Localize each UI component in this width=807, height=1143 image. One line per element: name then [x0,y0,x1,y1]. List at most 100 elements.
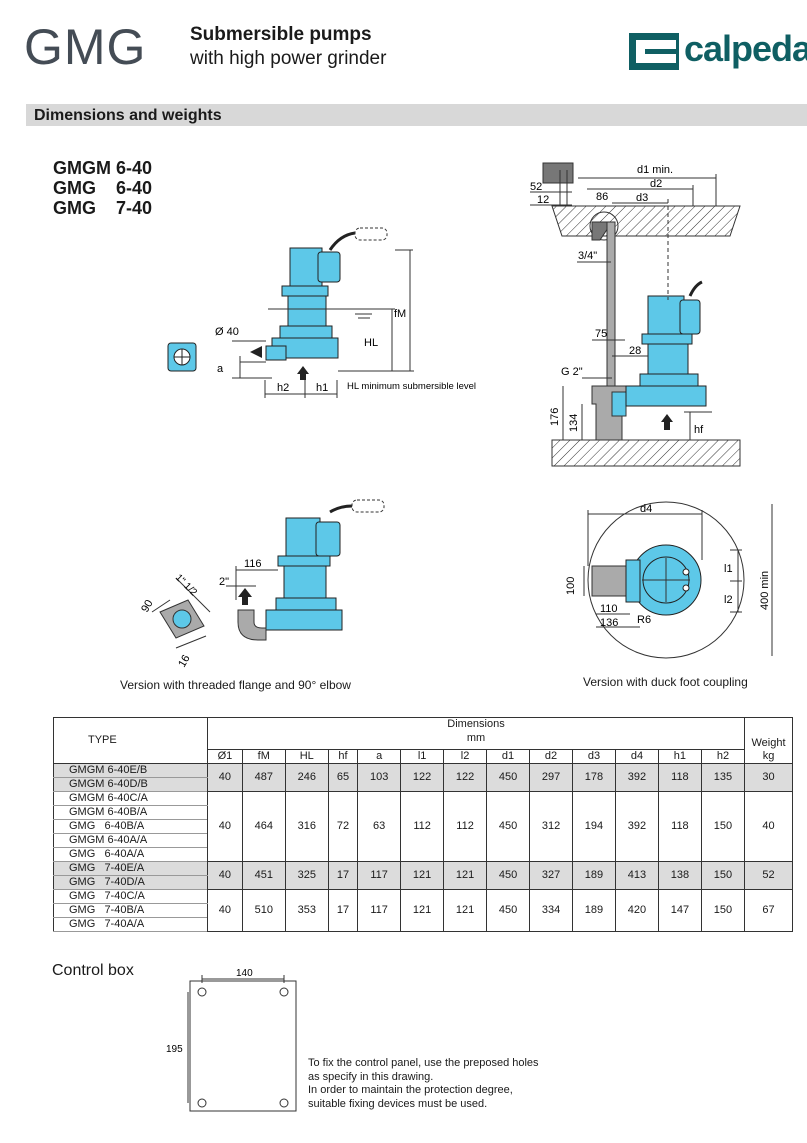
pump-drawing-main: Ø 40 a fM HL h2 h1 HL minimum submersibl… [167,227,476,398]
control-box-note: To fix the control panel, use the prepos… [308,1057,539,1111]
installation-drawing: d1 min. d2 d3 52 12 86 3/4" 75 28 G 2" 1… [530,162,741,467]
dimensions-table: TYPE Dimensions Weight mm Ø1 fM HL hf a … [53,717,793,932]
dimension-cell: 118 [657,791,702,862]
label-a: a [217,363,224,375]
series-subtitle: with high power grinder [190,48,387,69]
label-l1: l1 [724,563,733,575]
type-cell: GMGM 6-40E/B [53,763,208,778]
dimension-cell: 40 [207,861,243,890]
calpeda-logo-text: calpeda [684,28,807,69]
dimension-cell: 451 [241,861,286,890]
label-g2: G 2" [561,366,583,378]
dimension-cell: 464 [241,791,286,862]
type-cell: GMG 6-40A/A [53,847,208,862]
section-band: Dimensions and weights [26,104,807,126]
type-cell: GMGM 6-40C/A [53,791,208,806]
dimension-cell: 40 [207,763,243,792]
dimension-cell: 112 [400,791,445,862]
series-title: Submersible pumps [190,24,372,45]
label-116: 116 [244,558,262,570]
dimension-cell: 117 [357,889,402,932]
weight-cell: 52 [744,861,793,890]
dimension-cell: 189 [572,889,616,932]
type-cell: GMGM 6-40A/A [53,833,208,848]
label-28: 28 [629,345,641,357]
calpeda-logo: calpeda [629,28,807,72]
note-line: To fix the control panel, use the prepos… [308,1057,539,1069]
dimension-cell: 65 [327,763,359,792]
label-fm: fM [394,308,406,320]
type-cell: GMG 7-40D/A [53,875,208,890]
dimension-cell: 327 [529,861,573,890]
weight-cell: 30 [744,763,793,792]
column-header: Ø1 [207,749,243,764]
control-box-drawing: 140 195 [166,968,297,1112]
dimension-cell: 121 [443,861,488,890]
weight-cell: 67 [744,889,793,932]
label-110: 110 [600,603,618,615]
label-134: 134 [568,414,580,432]
duckfoot-top-drawing: d4 100 110 136 R6 l1 l2 400 min [565,501,773,659]
dimension-cell: 122 [443,763,488,792]
label-195: 195 [166,1044,183,1055]
type-cell: GMG 7-40E/A [53,861,208,876]
column-header: l2 [443,749,488,764]
dimension-cell: 150 [700,889,746,932]
table-row: GMG 6-40A/A [53,847,793,862]
dimension-cell: 334 [529,889,573,932]
label-400-min: 400 min [759,571,771,610]
label-d3: d3 [636,192,648,204]
column-header: d1 [486,749,531,764]
column-header: a [357,749,402,764]
label-d4: d4 [640,503,652,515]
dimension-cell: 510 [241,889,286,932]
model-name: GMGM 6-40 [53,158,153,178]
label-140: 140 [236,968,253,979]
dimension-cell: 392 [614,763,659,792]
dimension-cell: 17 [327,861,359,890]
label-16: 16 [176,653,193,670]
dimension-cell: 312 [529,791,573,862]
label-hl: HL [364,337,378,349]
label-1-half: 1" 1/2 [173,572,199,598]
dimension-cell: 316 [284,791,329,862]
column-header: d3 [572,749,616,764]
dimension-cell: 135 [700,763,746,792]
table-row: GMG 6-40B/A [53,819,793,834]
series-code: GMG [24,19,147,75]
note-line: as specify in this drawing. [308,1070,434,1083]
dimension-cell: 450 [486,861,531,890]
column-header: fM [241,749,286,764]
column-header: hf [327,749,359,764]
type-cell: GMG 7-40A/A [53,917,208,932]
label-100: 100 [565,577,577,595]
label-12: 12 [537,194,549,206]
label-3-4: 3/4" [578,250,597,262]
column-header: l1 [400,749,445,764]
dimension-cell: 420 [614,889,659,932]
label-hl-note: HL minimum submersible level [347,381,476,392]
dimensions-header: Dimensions [207,717,745,732]
dimension-cell: 194 [572,791,616,862]
dimension-cell: 117 [357,861,402,890]
label-90: 90 [139,598,156,615]
dimension-cell: 150 [700,861,746,890]
label-l2: l2 [724,594,733,606]
dimension-cell: 121 [443,889,488,932]
dimension-cell: 450 [486,889,531,932]
column-header: h1 [657,749,702,764]
label-176: 176 [549,408,561,426]
dimension-cell: 103 [357,763,402,792]
dimension-cell: 353 [284,889,329,932]
type-cell: GMG 7-40C/A [53,889,208,904]
dimension-cell: 450 [486,763,531,792]
dimension-cell: 72 [327,791,359,862]
caption-flange-version: Version with threaded flange and 90° elb… [120,678,351,692]
label-diameter: Ø 40 [215,326,239,338]
type-cell: GMGM 6-40D/B [53,777,208,792]
dimension-cell: 112 [443,791,488,862]
column-header: HL [284,749,329,764]
